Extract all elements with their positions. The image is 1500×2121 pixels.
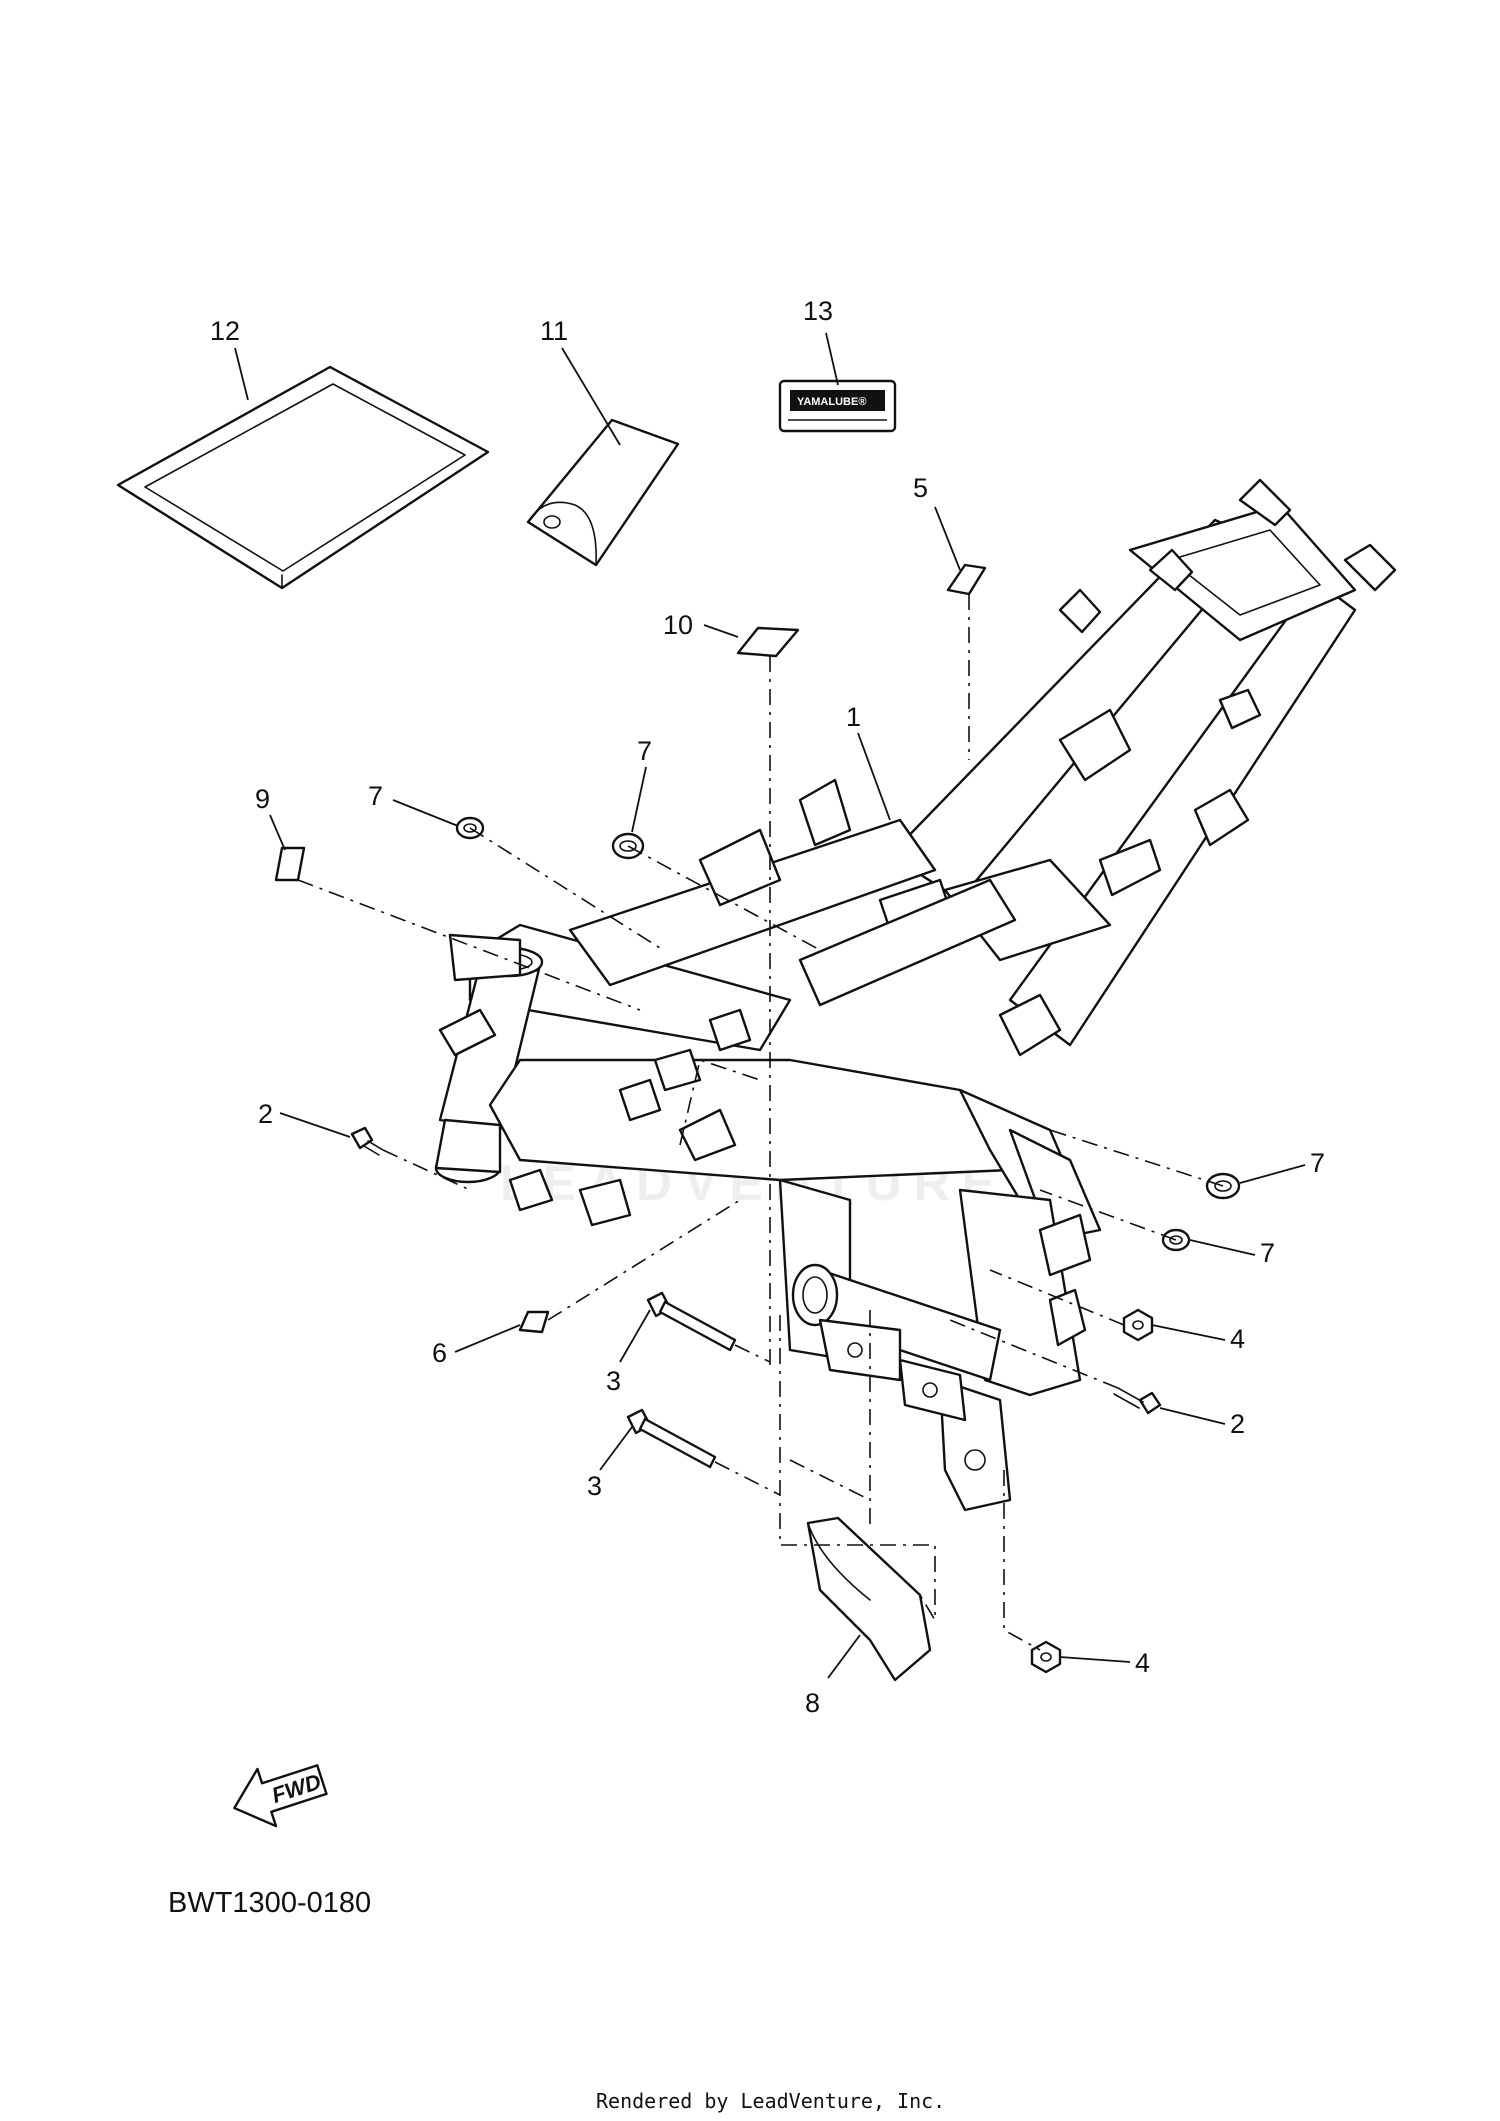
leader-lines [234, 332, 1306, 1679]
callout-7c: 7 [1310, 1148, 1325, 1178]
callout-5: 5 [913, 473, 928, 503]
callout-4a: 4 [1230, 1324, 1245, 1354]
part-4-nut-b [1030, 1640, 1062, 1674]
part-11-pouch [526, 418, 680, 567]
callout-7a: 7 [637, 736, 652, 766]
svg-text:YAMALUBE®: YAMALUBE® [797, 396, 866, 408]
rendered-by-footer: Rendered by LeadVenture, Inc. [596, 2089, 945, 2113]
callout-labels: 12 11 13 5 10 1 7 7 9 2 7 7 4 6 3 2 3 4 … [210, 296, 1325, 1718]
part-2-bolt-b [1113, 1387, 1162, 1415]
callout-7d: 7 [1260, 1238, 1275, 1268]
fwd-arrow-icon: FWD [233, 1764, 328, 1828]
callout-2a: 2 [258, 1099, 273, 1129]
callout-8: 8 [805, 1688, 820, 1718]
callout-9: 9 [255, 784, 270, 814]
part-3-bolt-b [626, 1408, 717, 1469]
callout-7b: 7 [368, 781, 383, 811]
callout-4b: 4 [1135, 1648, 1150, 1678]
part-8-guard [806, 1516, 932, 1682]
part-10-label [736, 626, 800, 658]
part-2-bolt-a [350, 1126, 384, 1156]
callout-2b: 2 [1230, 1409, 1245, 1439]
callout-13: 13 [803, 296, 833, 326]
callout-1: 1 [846, 702, 861, 732]
callout-12: 12 [210, 316, 240, 346]
part-6-clip [518, 1310, 550, 1334]
part-5-label [946, 563, 987, 596]
callout-3a: 3 [606, 1366, 621, 1396]
part-3-bolt-a [646, 1291, 737, 1352]
callout-3b: 3 [587, 1471, 602, 1501]
assembly-lines [297, 594, 1224, 1651]
part-12-manual [116, 365, 490, 590]
part-9-label [274, 846, 306, 882]
callout-6: 6 [432, 1338, 447, 1368]
part-1-frame [434, 478, 1397, 1512]
diagram-code: BWT1300-0180 [168, 1887, 371, 1919]
callout-10: 10 [663, 610, 693, 640]
part-4-nut-a [1122, 1308, 1154, 1342]
part-13-decal: YAMALUBE® [778, 379, 897, 433]
callout-11: 11 [540, 316, 568, 346]
